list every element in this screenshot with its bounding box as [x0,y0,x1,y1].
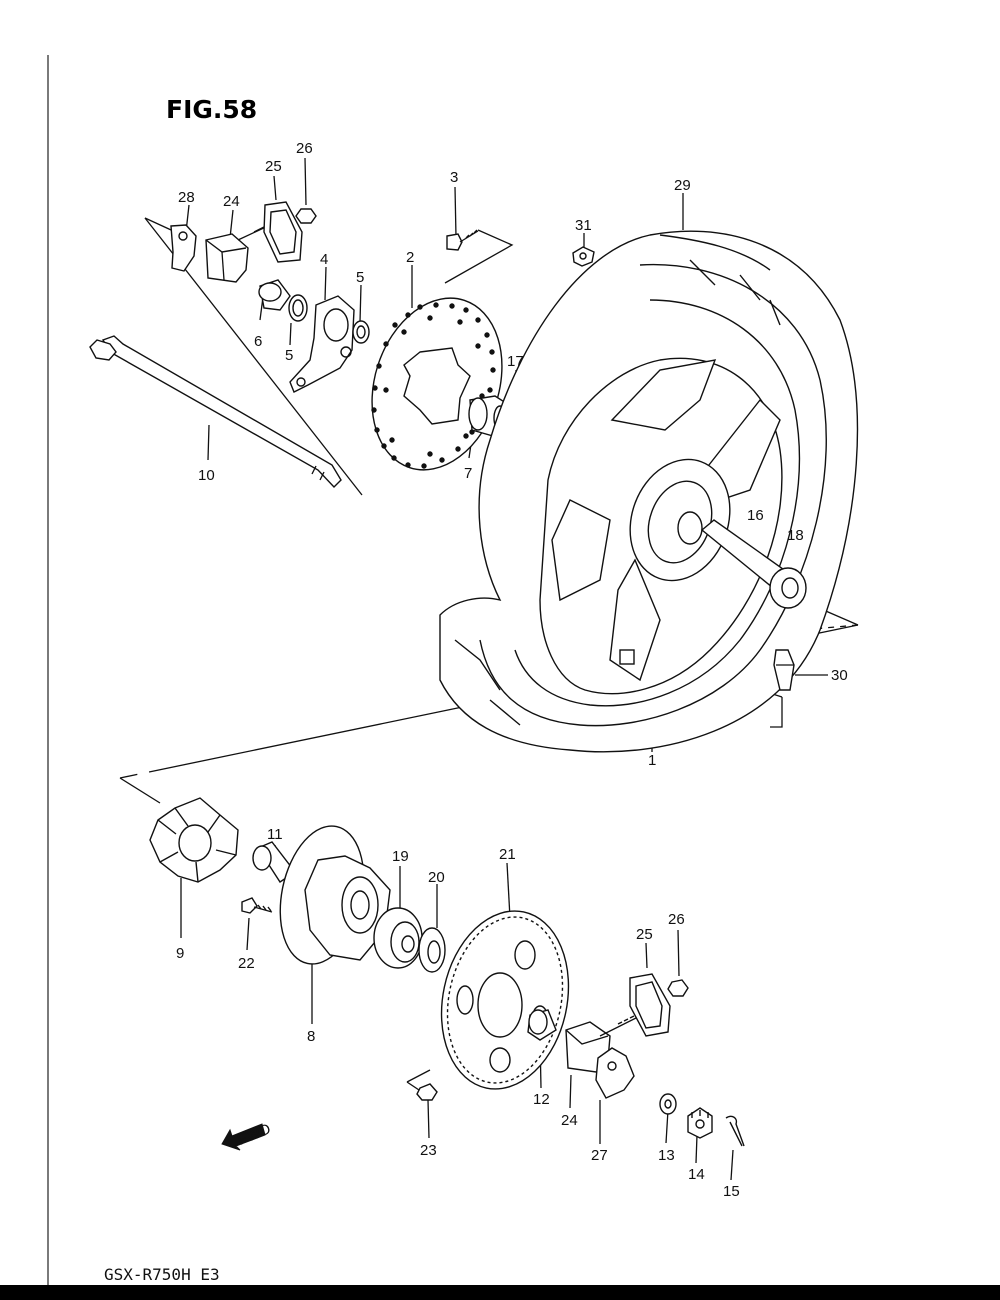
callout-31: 31 [575,217,592,234]
callout-3: 3 [450,169,458,186]
callout-5a: 5 [356,269,364,286]
callout-5b: 5 [285,347,293,364]
model-code: GSX-R750H E3 [104,1265,220,1284]
chain-adjuster-block-25-lower [629,973,671,1037]
callout-4: 4 [320,251,328,268]
callout-24a: 24 [223,193,240,210]
chain-adjuster-24-upper [205,225,269,283]
callout-11: 11 [267,826,283,843]
callout-25a: 25 [265,158,282,175]
sprocket-nut-23 [416,1083,438,1101]
rear-axle-10 [89,335,342,489]
callout-9: 9 [176,945,184,962]
rear-wheel-1 [439,230,859,753]
tire-valve-30 [773,649,795,691]
nut-26-upper [295,208,317,224]
rear-sprocket-21 [440,910,570,1090]
chain-adjuster-plate-28 [170,224,197,272]
callout-6: 6 [254,333,262,350]
callout-13: 13 [658,1147,675,1164]
cush-drive-rubber-9 [149,797,239,883]
collar-11 [252,841,297,883]
callout-labels: 1 2 3 4 5 5 6 7 8 9 10 11 12 13 14 15 16… [176,140,848,1200]
washer-13 [659,1093,677,1115]
figure-title: FIG.58 [166,95,257,124]
callout-25b: 25 [636,926,653,943]
callout-16: 16 [747,507,764,524]
callout-2: 2 [406,249,414,266]
bolt-22 [241,897,273,914]
oil-seal-5-left [288,294,308,322]
callout-18: 18 [787,527,804,544]
callout-30: 30 [831,667,848,684]
spacer-16-and-seal-18 [700,519,807,609]
castle-nut-14 [687,1107,713,1139]
spacer-6 [258,279,291,311]
callout-8: 8 [307,1028,315,1045]
bearing-19 [373,907,423,969]
oil-seal-20 [418,927,446,973]
chain-adjuster-block-25-upper [263,201,303,263]
callout-20: 20 [428,869,445,886]
callout-12: 12 [533,1091,550,1108]
callout-15: 15 [723,1183,740,1200]
callout-24b: 24 [561,1112,578,1129]
callout-10: 10 [198,467,215,484]
callout-21: 21 [499,846,516,863]
spacer-12 [527,1009,557,1041]
callout-14: 14 [688,1166,705,1183]
caliper-bracket-4 [289,295,355,393]
sprocket-drum-8 [279,825,391,965]
bottom-black-band [0,1285,1000,1300]
callout-28: 28 [178,189,195,206]
forward-arrow-icon: FWD [221,1120,273,1151]
callout-26a: 26 [296,140,313,157]
cotter-pin-15 [725,1115,745,1147]
disc-holes [371,302,496,469]
callout-22: 22 [238,955,255,972]
callout-29: 29 [674,177,691,194]
callout-23: 23 [420,1142,437,1159]
nut-26-lower [667,979,689,997]
callout-27: 27 [591,1147,608,1164]
disc-bolt-3 [446,229,479,251]
callout-17: 17 [507,353,524,370]
callout-26b: 26 [668,911,685,928]
callout-1: 1 [648,752,656,769]
callout-19: 19 [392,848,409,865]
brake-disc-2 [371,297,503,471]
callout-7: 7 [464,465,472,482]
chain-adjuster-plate-27 [595,1047,635,1099]
fwd-label: FWD [235,1120,273,1149]
oil-seal-5-right [352,320,370,344]
disc-nut-31 [572,246,595,267]
